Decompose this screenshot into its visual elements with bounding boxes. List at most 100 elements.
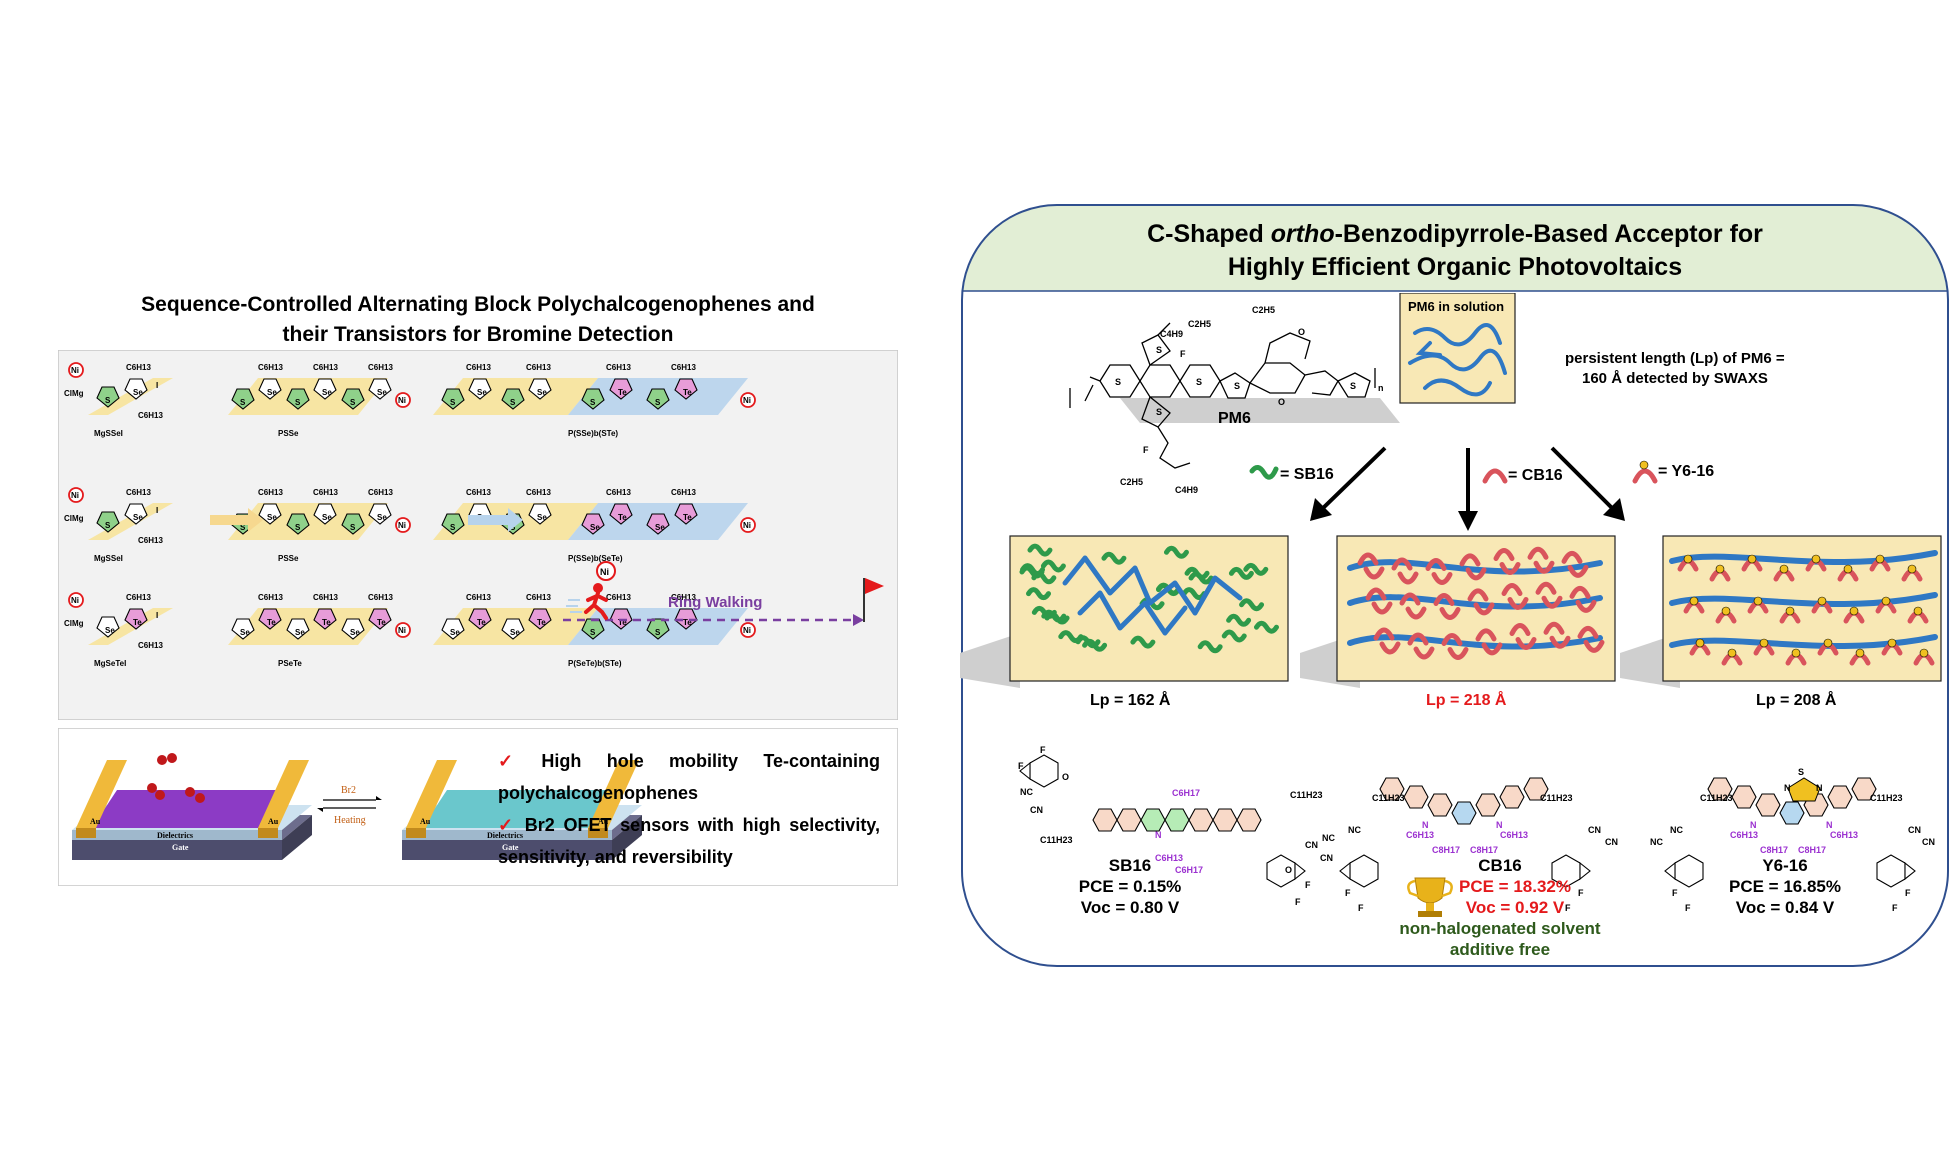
y616-core [1753,596,1763,606]
sb16-lp: Lp = 162 Å [1090,690,1171,709]
heteroatom-label: S [510,398,516,407]
heteroatom-label: Te [683,513,692,522]
iodo-label: I [156,506,158,515]
svg-text:n: n [1378,383,1384,393]
chalcogenophene-ring [501,618,525,640]
fused-ring [1092,808,1118,832]
iodo-label: I [156,381,158,390]
alkyl-label: C6H13 [258,363,283,372]
svg-text:Ni: Ni [600,567,609,577]
pm6-label: PM6 [1218,410,1251,427]
y616-core [1811,554,1821,564]
y616-core [1875,554,1885,564]
cb16-molecule [1379,641,1401,655]
heteroatom-label: Se [537,513,547,522]
sb16-molecule [1027,543,1053,557]
fluoro-label: F [1905,888,1911,898]
alkyl-label: C6H13 [313,593,338,602]
oxo-label: O [1285,865,1292,875]
alkyl-label: C6H17 [1175,865,1203,875]
end-group-ring [1294,861,1306,881]
thiadiazole-ring [1787,777,1821,802]
cyano-label: CN [1030,805,1043,815]
heteroatom-label: S [350,523,356,532]
y616-core [1855,648,1865,658]
fluoro-label: F [1295,897,1301,907]
cb16-molecule [1481,642,1503,656]
chalcogenophene-ring [674,503,698,525]
cb16-molecule [1365,587,1387,601]
svg-text:C2H5: C2H5 [1252,305,1275,315]
step-arrow-1 [210,508,263,532]
pm6-chain [1062,555,1243,616]
heteroatom-label: S [105,396,111,405]
svg-text:Au: Au [268,817,279,826]
alkyl-label: C6H13 [1406,830,1434,840]
block-polymer-name: P(SSe)b(STe) [568,429,618,438]
svg-text:F: F [1180,349,1186,359]
sb16-molecule [1253,620,1279,634]
svg-text:Au: Au [90,817,101,826]
bullet-mobility: ✓High hole mobility Te-containing polych… [498,751,880,803]
y616-pce: PCE = 16.85% [1729,877,1841,896]
heteroatom-label: Se [477,388,487,397]
shadow-pm6 [1120,398,1400,423]
ni-label: Ni [398,626,406,635]
sb16-molecule [1040,559,1066,573]
heteroatom-label: Se [377,388,387,397]
sb16-voc: Voc = 0.80 V [1080,898,1180,917]
alkyl-label: C11H23 [1540,793,1573,803]
ni-label: Ni [398,521,406,530]
sb16-molecule [1181,587,1207,601]
heteroatom-label: Te [618,388,627,397]
y616-core [1913,606,1923,616]
chalcogenophene-ring [528,503,552,525]
heteroatom-label: S [105,521,111,530]
chalcogenophene-ring [258,378,282,400]
chalcogenophene-ring [368,378,392,400]
y616-results: Y6-16 PCE = 16.85% Voc = 0.84 V [1695,855,1875,918]
alkyl-label: C6H13 [126,593,151,602]
heteroatom-label: Se [537,388,547,397]
persistent-length-line1: persistent length (Lp) of PM6 = [1565,350,1785,367]
chalcogenophene-ring [231,618,255,640]
heteroatom-label: S [350,398,356,407]
cb16-molecule [1373,627,1395,641]
nitrogen-label: N [1826,820,1833,830]
nickel-badge [395,622,411,638]
chalcogenophene-ring [581,513,605,535]
cyano-label: NC [1348,825,1361,835]
trophy-icon [1407,877,1453,917]
alkyl-label: C6H13 [526,593,551,602]
cb16-molecule [1515,636,1537,650]
fused-ring [1116,808,1142,832]
end-group-ring [1579,861,1591,881]
heteroatom-label: S [295,523,301,532]
heteroatom-label: Se [510,628,520,637]
cyano-label: CN [1908,825,1921,835]
chalcogenophene-ring [468,378,492,400]
y616-core [1919,648,1929,658]
alkyl-label: C11H23 [1372,793,1405,803]
nitrogen-label: N [1422,820,1429,830]
alkyl-label: C6H13 [313,488,338,497]
persistent-length-line2: 160 Å detected by SWAXS [1582,370,1768,387]
heteroatom-label: Se [240,628,250,637]
svg-text:S: S [1196,377,1202,387]
fused-ring [1475,793,1501,817]
block-polymer-name: P(SeTe)b(STe) [568,659,622,668]
svg-text:S: S [1350,381,1356,391]
svg-text:Au: Au [420,817,431,826]
chalcogenophene-ring [501,388,525,410]
fluoro-label: F [1018,761,1024,771]
chalcogenophene-ring [258,608,282,630]
sb16-molecule [1221,629,1247,643]
left-device-panel: Au Au Dielectrics Gate Br2 Heating Au Au… [58,728,898,886]
chalcogenophene-ring [96,386,120,408]
cb16-molecule [1493,548,1515,561]
fused-ring [1523,777,1549,801]
heteroatom-label: Te [618,618,627,627]
monomer-name: MgSSeI [94,429,123,438]
heteroatom-label: Se [450,628,460,637]
alkyl-label: C6H13 [526,363,551,372]
